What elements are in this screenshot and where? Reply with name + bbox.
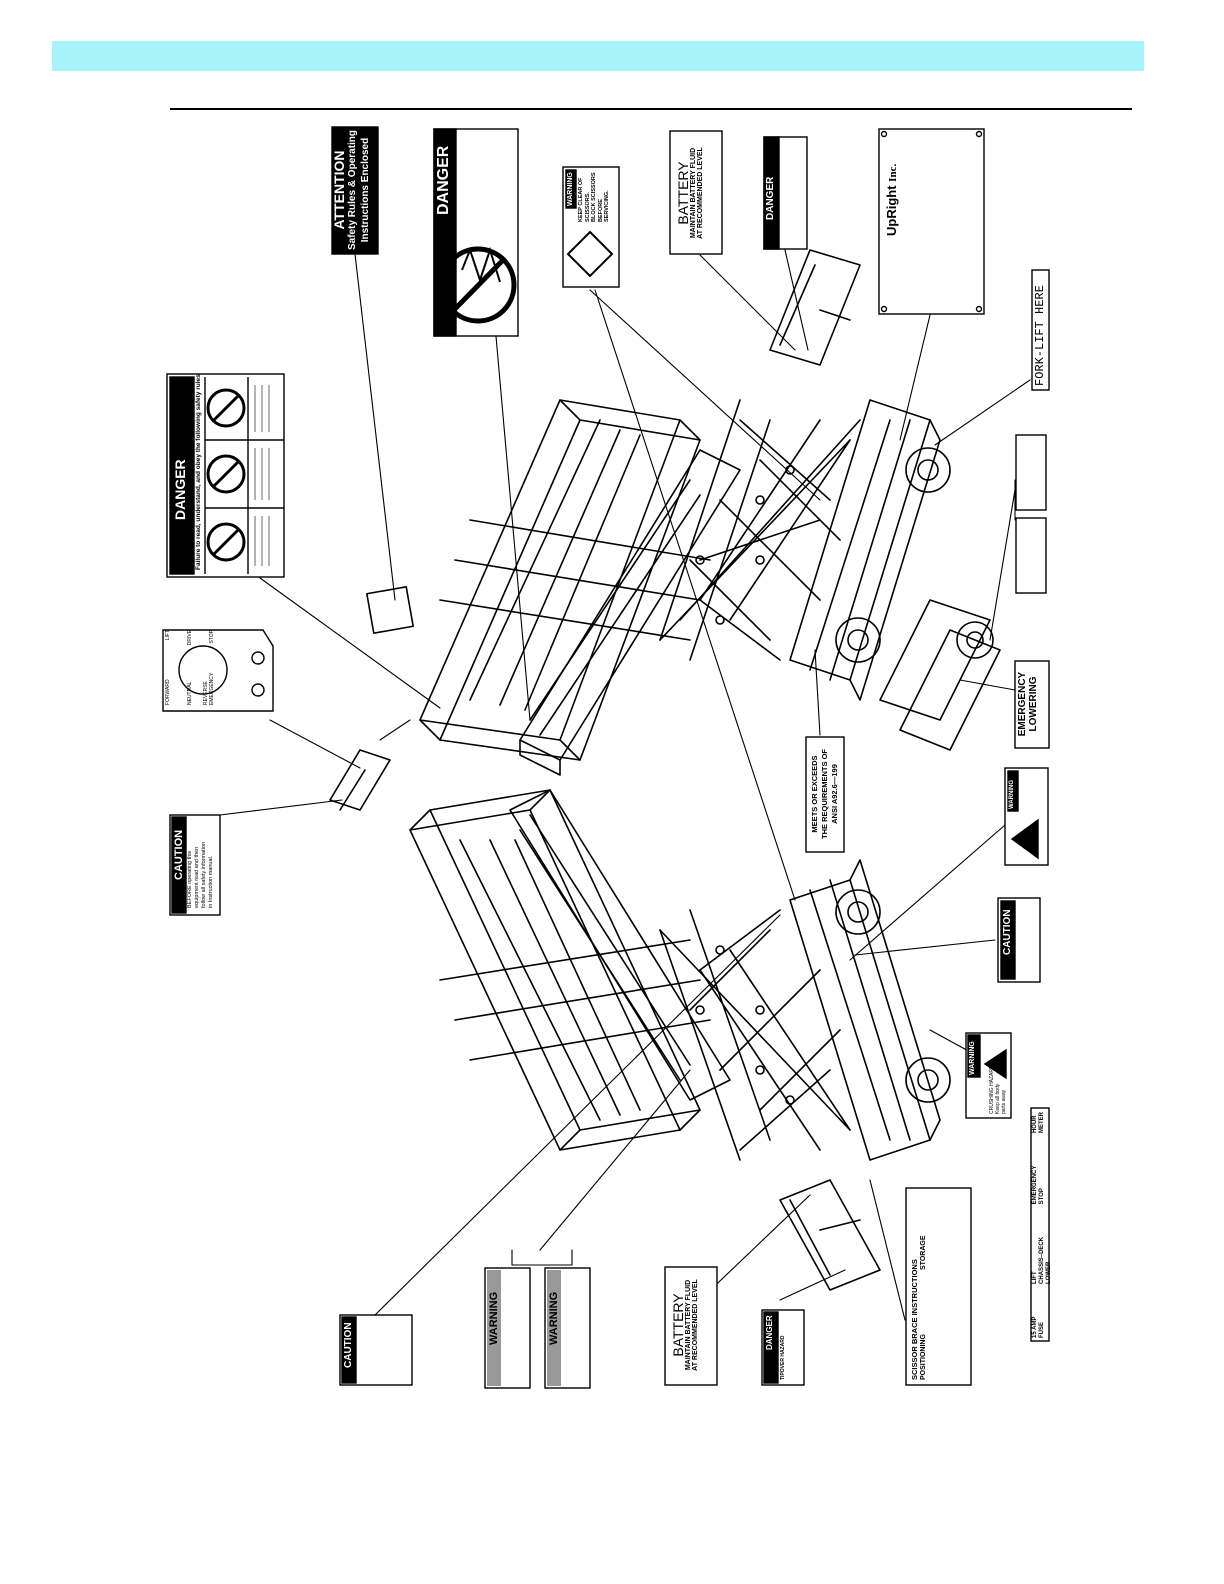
header-band	[52, 41, 1144, 71]
battery-top-text: BATTERY MAINTAIN BATTERY FLUID AT RECOMM…	[675, 138, 704, 248]
decal-blank-b	[1015, 517, 1047, 594]
forklift-text: FORK-LIFT HERE	[1033, 285, 1047, 386]
control-box-neutral: NEUTRAL	[187, 681, 193, 705]
danger-small-title: DANGER	[765, 176, 776, 220]
meets-line3: ANSI A92.6—199	[830, 764, 839, 824]
control-panel-hour: HOUR	[1032, 1115, 1038, 1134]
danger-tipover-sub: TIPOVER HAZARD	[780, 1335, 786, 1380]
control-panel-emergency: EMERGENCY	[1032, 1165, 1038, 1205]
control-panel-lower: LOWER	[1046, 1261, 1052, 1284]
danger-main-title: DANGER	[172, 459, 188, 520]
attention-title: ATTENTION	[331, 150, 347, 230]
upright-brand: UpRight	[884, 185, 899, 236]
leader-lines	[219, 249, 1031, 1321]
emergency-line2: LOWERING	[1028, 676, 1039, 732]
attention-decal-text: ATTENTION Safety Rules & Operating Instr…	[331, 129, 372, 250]
meets-line2: THE REQUIREMENTS OF	[820, 749, 829, 840]
warning-crushing-body: CRUSHING HAZARD Keep all body parts away	[989, 1065, 1007, 1114]
warning-crushing-line3: parts away	[1001, 1089, 1007, 1114]
emergency-line1: EMERGENCY	[1017, 671, 1028, 737]
battery-bottom-text: BATTERY MAINTAIN BATTERY FLUID AT RECOMM…	[670, 1270, 699, 1380]
control-panel-chassis-deck: CHASSIS–DECK	[1039, 1236, 1045, 1284]
upper-machine-illustration	[419, 249, 1001, 776]
battery-top-title: BATTERY	[675, 161, 691, 225]
caution-left-line3: follow all safety information	[201, 841, 207, 908]
warning-scissors-line5: SERVICING.	[604, 190, 610, 222]
upright-logo: UpRight Inc.	[884, 164, 899, 236]
decal-emergency-lowering	[1014, 660, 1050, 749]
decal-meets-ansi	[805, 736, 845, 853]
scissor-brace-positioning: POSITIONING	[920, 1334, 927, 1380]
decal-control-panel	[1030, 1107, 1050, 1342]
meets-ansi-text: MEETS OR EXCEEDS THE REQUIREMENTS OF ANS…	[810, 740, 840, 848]
decal-forklift	[1031, 269, 1050, 391]
danger-top-title: DANGER	[435, 145, 452, 215]
header-rule	[170, 108, 1132, 110]
scissor-brace-storage: STORAGE	[920, 1235, 927, 1271]
decal-blank-a	[1015, 434, 1047, 511]
caution-left-line1: BEFORE operating this	[187, 850, 193, 908]
control-panel-fuse1: 15 AMP	[1032, 1316, 1038, 1338]
danger-tipover-title: DANGER	[765, 1315, 774, 1350]
caution-left-line2: equipment read and then	[194, 846, 200, 908]
control-panel-fuse2: FUSE	[1039, 1321, 1045, 1338]
lower-machine-illustration	[329, 586, 951, 1291]
emergency-lowering-text: EMERGENCY LOWERING	[1017, 664, 1039, 744]
battery-bottom-line2: AT RECOMMENDED LEVEL	[692, 1279, 699, 1371]
decal-scissor-brace	[905, 1187, 972, 1386]
warning-crushing-title: WARNING	[969, 1041, 976, 1075]
caution-right-title: CAUTION	[1002, 909, 1013, 955]
warning-scissors-title: WARNING	[567, 172, 574, 206]
control-box-stop: STOP	[209, 630, 215, 644]
battery-top-line2: AT RECOMMENDED LEVEL	[697, 147, 704, 239]
warning-scissors-line3: BLOCK SCISSORS	[591, 172, 597, 222]
decal-battery-bottom	[664, 1266, 718, 1386]
warning-scissors-body: KEEP CLEAR OF SCISSORS. BLOCK SCISSORS B…	[578, 172, 611, 222]
caution-left-body: BEFORE operating this equipment read and…	[187, 818, 215, 908]
decal-battery-top	[669, 130, 723, 255]
caution-left-title: CAUTION	[173, 829, 185, 880]
meets-line1: MEETS OR EXCEEDS	[810, 755, 819, 833]
upright-suffix: Inc.	[887, 163, 899, 182]
warning-small-title: WARNING	[1009, 780, 1015, 809]
control-panel-meter: METER	[1039, 1112, 1045, 1134]
danger-main-text: Failure to read, understand, and obey th…	[195, 374, 202, 570]
decal-upright-plate	[878, 128, 985, 315]
battery-bottom-title: BATTERY	[670, 1293, 686, 1357]
control-box-emergency: EMERGENCY	[209, 672, 215, 705]
warning-b-title: WARNING	[548, 1291, 560, 1345]
caution-left-line4: in Instruction manual.	[208, 855, 214, 908]
control-box-drive: DRIVE	[187, 630, 193, 646]
scissor-brace-title: SCISSOR BRACE INSTRUCTIONS	[910, 1259, 919, 1380]
decal-attention	[331, 126, 379, 255]
battery-bottom-line1: MAINTAIN BATTERY FLUID	[685, 1279, 692, 1371]
attention-line1: Safety Rules & Operating	[347, 129, 358, 250]
warning-scissors-line1: KEEP CLEAR OF	[578, 177, 584, 222]
control-panel-stop: STOP	[1039, 1188, 1045, 1205]
caution-bottom-title: CAUTION	[343, 1322, 354, 1368]
control-panel-lift: LIFT	[1032, 1271, 1038, 1284]
battery-top-line1: MAINTAIN BATTERY FLUID	[690, 147, 697, 239]
control-box-lift: LIFT	[165, 630, 171, 641]
attention-line2: Instructions Enclosed	[360, 137, 371, 243]
warning-a-title: WARNING	[488, 1291, 500, 1345]
control-box-forward: FORWARD	[165, 679, 171, 705]
